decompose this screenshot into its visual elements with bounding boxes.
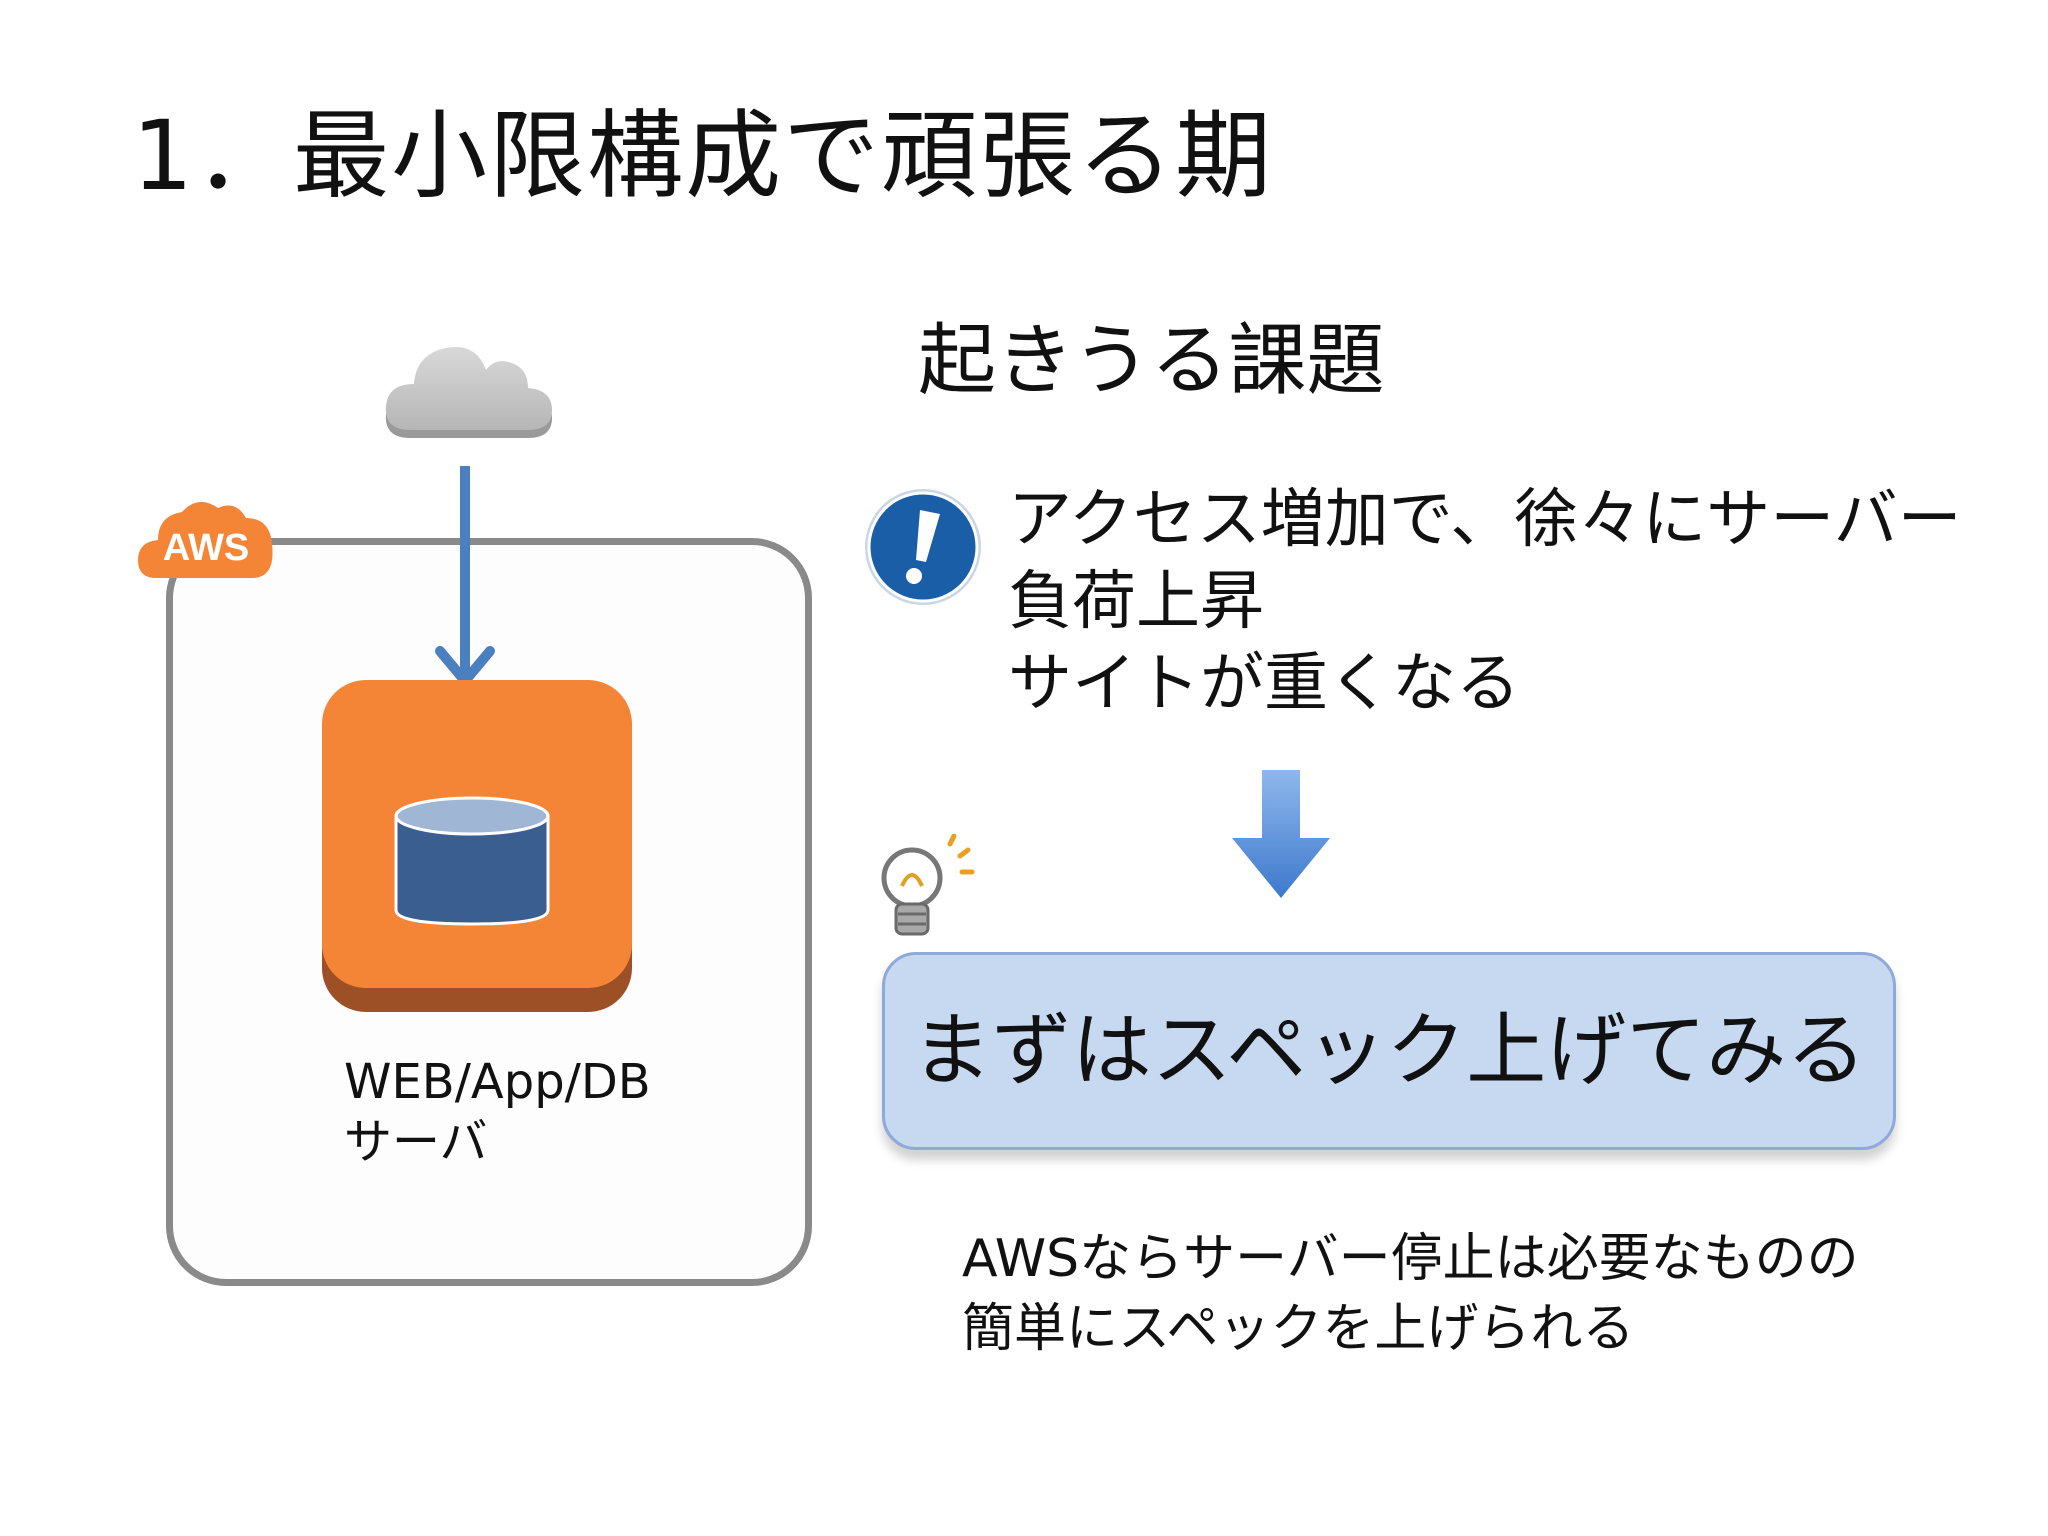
aws-cloud-icon [138,501,273,578]
solution-box: まずはスペック上げてみる [882,952,1896,1150]
arrow-down-icon [435,466,495,686]
flow-arrow-icon [1232,770,1330,898]
database-icon [394,796,550,926]
solution-text: まずはスペック上げてみる [911,1004,1867,1097]
exclamation-icon [865,489,981,605]
server-caption: WEB/App/DB サーバ [344,1052,651,1172]
issues-heading: 起きうる課題 [918,316,1385,406]
note: AWSならサーバー停止は必要なものの 簡単にスペックを上げられる [962,1224,1859,1364]
server-caption-line2: サーバ [344,1114,488,1170]
issue-line-2: 負荷上昇 [1008,565,1264,639]
aws-badge: AWS [136,494,276,584]
note-line2: 簡単にスペックを上げられる [962,1299,1635,1359]
issue-line-1: アクセス増加で、徐々にサーバー [1008,483,1962,557]
page-title: 1．最小限構成で頑張る期 [132,100,1274,212]
server-caption-line1: WEB/App/DB [344,1054,651,1110]
aws-badge-label: AWS [162,527,250,569]
lightbulb-icon [881,834,975,936]
issue-line-3: サイトが重くなる [1008,647,1520,721]
server-tile [322,680,632,1012]
cloud-icon [385,346,552,438]
note-line1: AWSならサーバー停止は必要なものの [962,1229,1859,1289]
